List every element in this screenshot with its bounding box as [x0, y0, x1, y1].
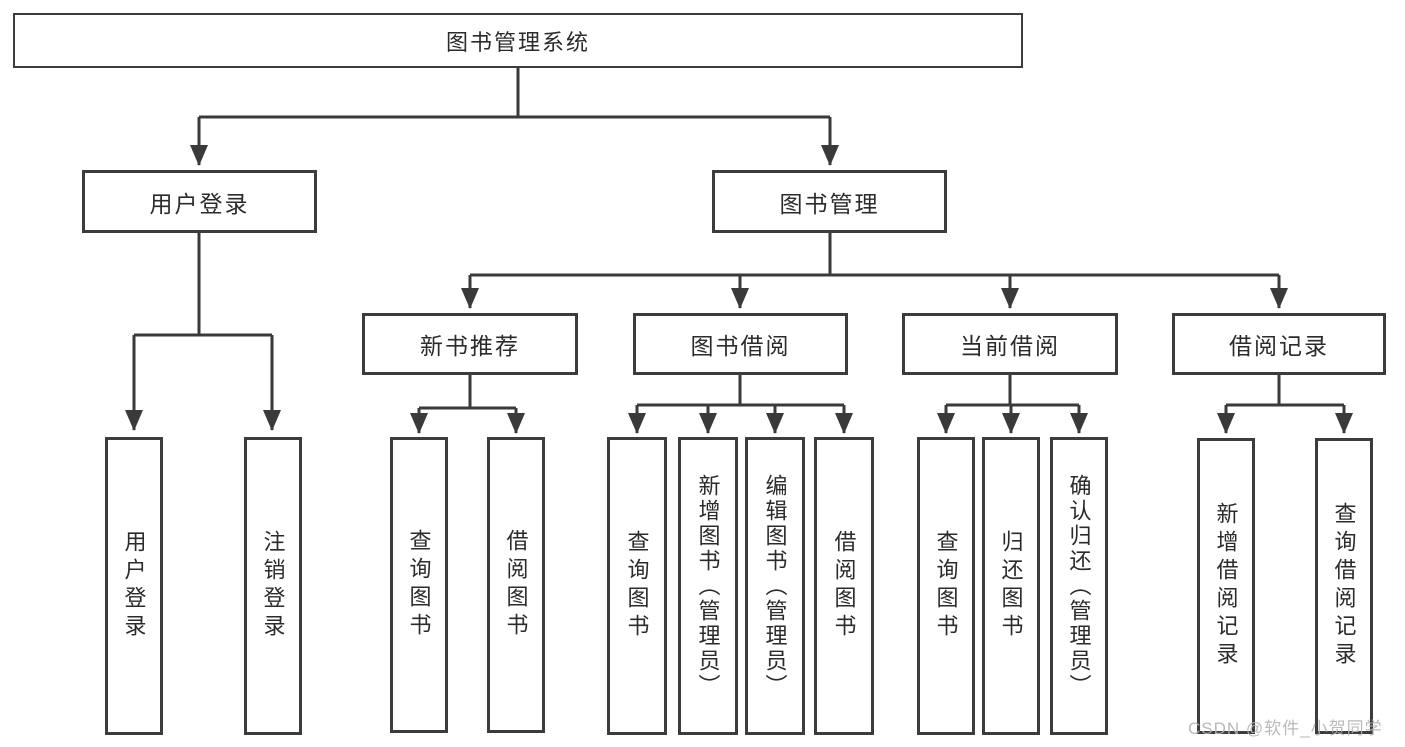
leaf-borrow-books-2: 借阅图书	[814, 437, 874, 735]
leaf-query-books-3: 查询图书	[917, 437, 975, 735]
leaf-edit-book-admin: 编辑图书（管理员）	[745, 437, 805, 735]
leaf-query-books-3-label: 查询图书	[933, 530, 959, 642]
leaf-add-borrow-record: 新增借阅记录	[1197, 438, 1255, 734]
node-book-borrowing: 图书借阅	[633, 313, 848, 375]
leaf-borrow-books-2-label: 借阅图书	[831, 530, 857, 642]
node-book-management: 图书管理	[712, 170, 947, 233]
node-current-borrowing: 当前借阅	[902, 313, 1118, 375]
node-new-book-recommend: 新书推荐	[362, 313, 578, 375]
leaf-user-login: 用户登录	[105, 437, 163, 735]
leaf-confirm-return-admin: 确认归还（管理员）	[1050, 437, 1108, 735]
leaf-edit-book-admin-label: 编辑图书（管理员）	[762, 473, 788, 699]
leaf-add-book-admin-label: 新增图书（管理员）	[695, 473, 721, 699]
leaf-add-borrow-record-label: 新增借阅记录	[1213, 502, 1239, 670]
leaf-query-books-1-label: 查询图书	[406, 529, 432, 641]
leaf-return-books-label: 归还图书	[998, 530, 1024, 642]
leaf-query-borrow-record-label: 查询借阅记录	[1331, 502, 1357, 670]
leaf-user-login-label: 用户登录	[121, 530, 147, 642]
leaf-confirm-return-admin-label: 确认归还（管理员）	[1066, 473, 1092, 699]
leaf-add-book-admin: 新增图书（管理员）	[678, 437, 738, 735]
csdn-watermark: CSDN @软件_小贺同学	[1188, 719, 1383, 738]
leaf-query-borrow-record: 查询借阅记录	[1315, 438, 1373, 734]
leaf-query-books-1: 查询图书	[390, 437, 448, 733]
node-user-login: 用户登录	[82, 170, 317, 233]
leaf-return-books: 归还图书	[982, 437, 1040, 735]
leaf-borrow-books-1: 借阅图书	[487, 437, 545, 733]
leaf-query-books-2: 查询图书	[607, 437, 667, 735]
leaf-borrow-books-1-label: 借阅图书	[503, 529, 529, 641]
node-root: 图书管理系统	[13, 13, 1023, 68]
node-borrow-records: 借阅记录	[1172, 313, 1386, 375]
leaf-logout: 注销登录	[244, 437, 302, 735]
leaf-query-books-2-label: 查询图书	[624, 530, 650, 642]
leaf-logout-label: 注销登录	[260, 530, 286, 642]
